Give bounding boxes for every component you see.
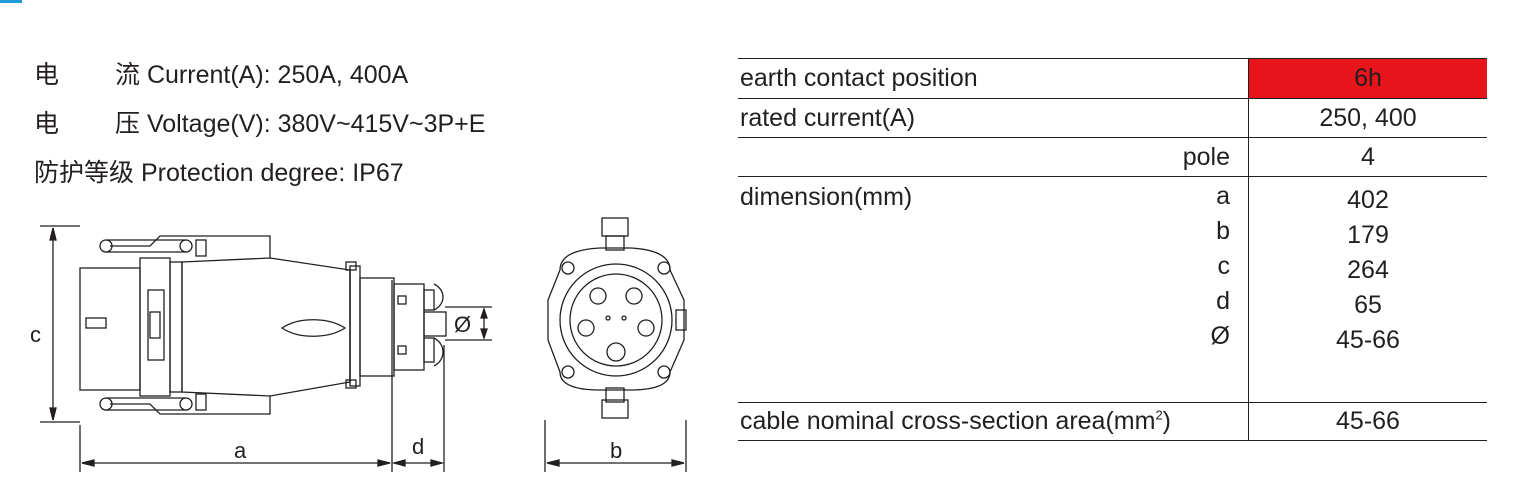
cable-label: cable nominal cross-section area(mm2) [738, 402, 1249, 441]
dimension-values: 402 179 264 65 45-66 [1249, 177, 1487, 358]
cable-label-end: ) [1162, 407, 1171, 435]
spec-current-en: Current(A): 250A, 400A [146, 61, 409, 89]
dim-value-diameter: 45-66 [1336, 326, 1400, 354]
dim-key-a: a [1216, 182, 1230, 210]
dim-label-diameter: Ø [454, 312, 472, 337]
dim-key-b: b [1216, 217, 1230, 245]
dimension-c-line [40, 225, 80, 423]
earth-contact-value: 6h [1248, 58, 1487, 99]
row-dimension: dimension(mm) a b c d Ø 402 179 264 65 4… [738, 176, 1487, 403]
spec-voltage: 电 压 Voltage(V): 380V~415V~3P+E [34, 109, 485, 139]
dimension-diameter-line [445, 306, 492, 341]
dim-key-diameter: Ø [1210, 322, 1230, 350]
spec-current: 电 流 Current(A): 250A, 400A [34, 60, 408, 90]
row-rated-current: rated current(A) 250, 400 [738, 98, 1487, 138]
dimension-label: dimension(mm) [740, 183, 913, 211]
spec-current-cn-b: 流 [115, 61, 141, 89]
pole-label: pole [738, 137, 1249, 177]
spec-table: earth contact position 6h rated current(… [738, 58, 1487, 441]
dim-value-a: 402 [1347, 186, 1389, 214]
spec-protection-en: Protection degree: IP67 [140, 159, 404, 187]
dim-value-d: 65 [1354, 291, 1382, 319]
cable-label-sup: 2 [1155, 407, 1163, 423]
spec-voltage-cn-a: 电 [34, 110, 60, 138]
rated-current-label: rated current(A) [738, 98, 1249, 138]
dimension-keys: a b c d Ø [1211, 177, 1248, 354]
dim-value-b: 179 [1347, 221, 1389, 249]
dim-label-c: c [30, 322, 41, 347]
dim-value-c: 264 [1347, 256, 1389, 284]
row-pole: pole 4 [738, 137, 1487, 177]
pole-value: 4 [1248, 137, 1487, 177]
row-earth-contact: earth contact position 6h [738, 58, 1487, 99]
dim-key-c: c [1217, 252, 1231, 280]
plug-side-view [79, 235, 447, 415]
earth-contact-label: earth contact position [738, 58, 1249, 99]
dimension-values-cell: 402 179 264 65 45-66 [1248, 176, 1487, 403]
cable-value: 45-66 [1248, 402, 1487, 441]
spec-protection-cn: 防护等级 [34, 159, 135, 187]
socket-front-view [544, 217, 687, 472]
row-cable: cable nominal cross-section area(mm2) 45… [738, 402, 1487, 441]
dim-key-d: d [1216, 287, 1230, 315]
spec-voltage-en: Voltage(V): 380V~415V~3P+E [146, 110, 486, 138]
spec-current-cn-a: 电 [34, 61, 60, 89]
dim-label-b: b [610, 438, 623, 463]
dimension-cell: dimension(mm) a b c d Ø [738, 176, 1249, 403]
dim-label-d: d [412, 434, 425, 459]
spec-voltage-cn-b: 压 [115, 110, 141, 138]
spec-protection: 防护等级 Protection degree: IP67 [34, 158, 404, 188]
cable-label-text: cable nominal cross-section area(mm [740, 407, 1156, 435]
technical-drawing [40, 217, 687, 472]
dim-label-a: a [234, 438, 247, 463]
corner-accent [0, 0, 22, 3]
dimension-d-line [391, 345, 445, 472]
rated-current-value: 250, 400 [1248, 98, 1487, 138]
